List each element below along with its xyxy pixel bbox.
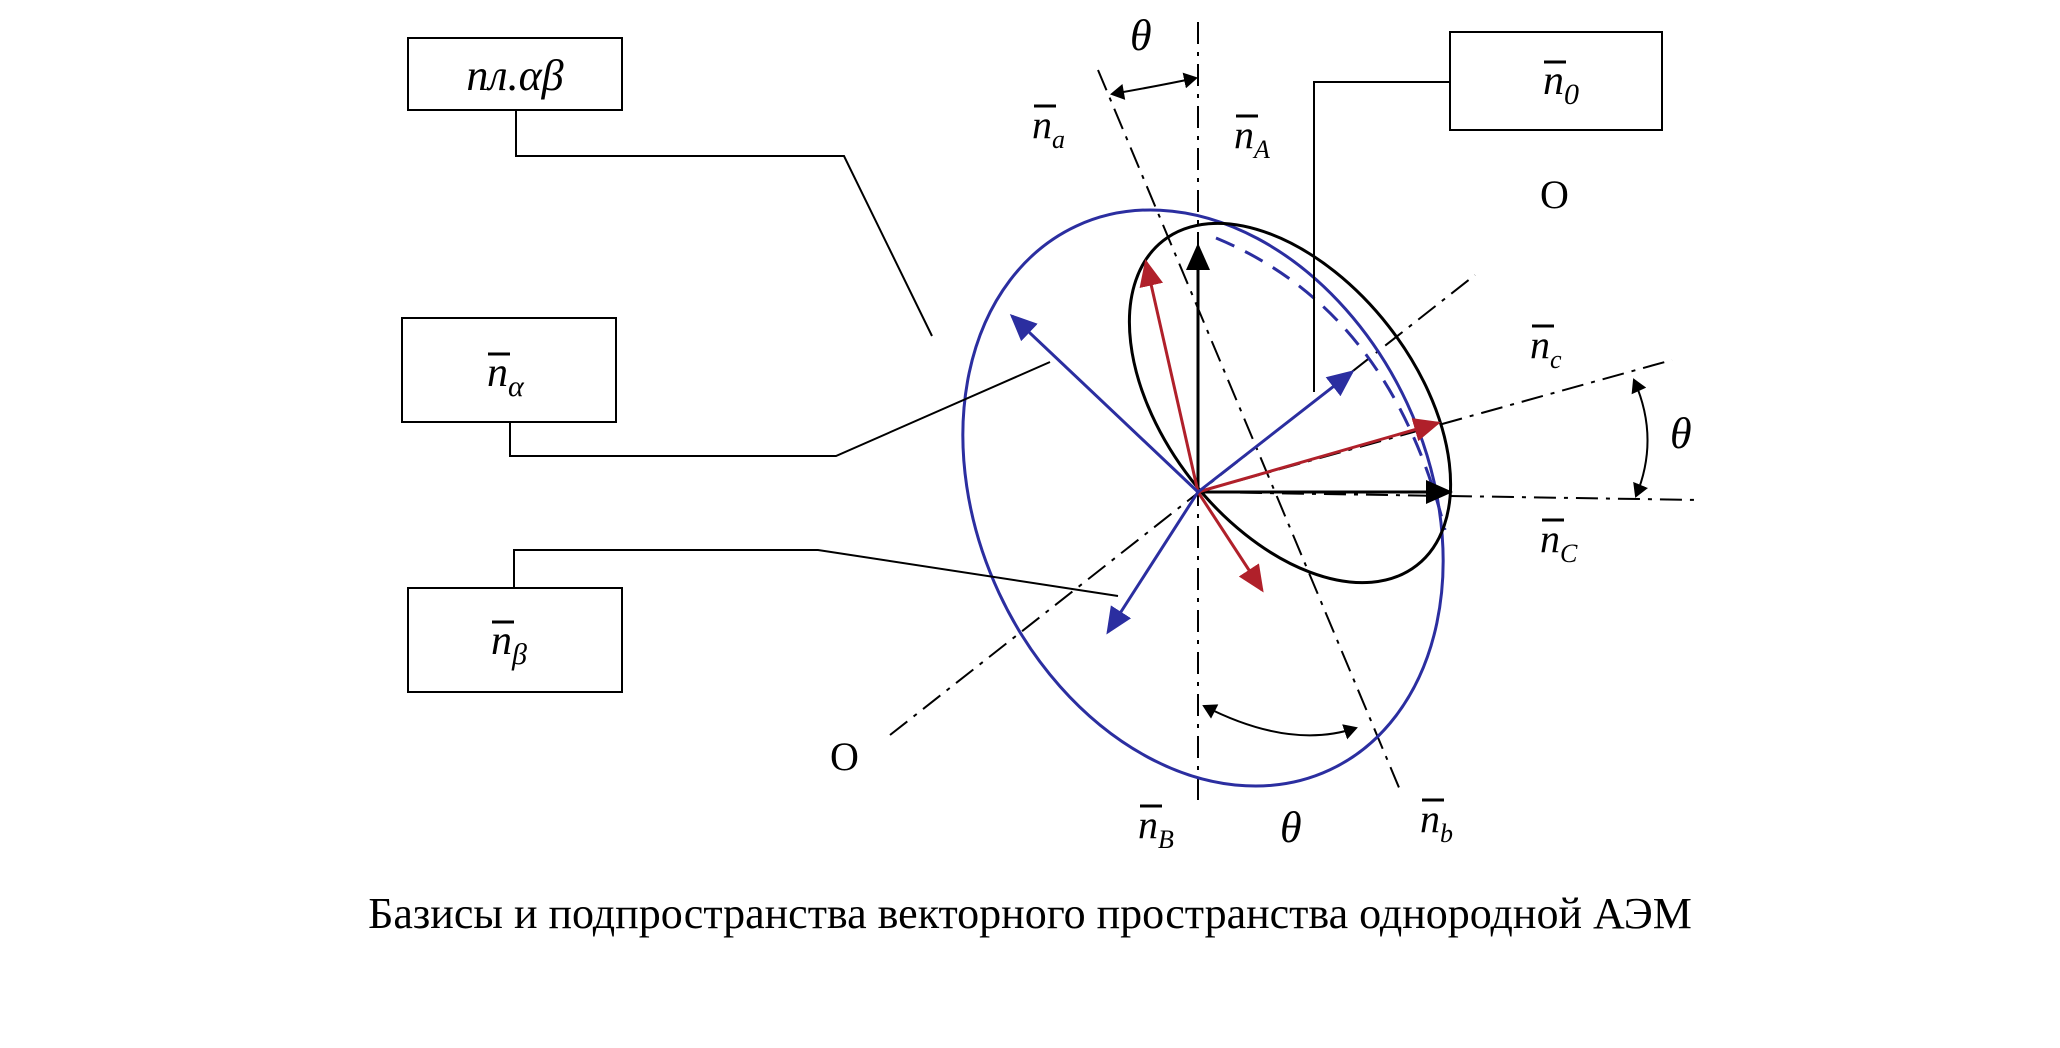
axis-c bbox=[1197, 359, 1673, 493]
label-n-A: nA bbox=[1234, 112, 1270, 164]
axis-O-label-bottom: O bbox=[830, 734, 859, 779]
n-c-sub: c bbox=[1550, 345, 1562, 374]
n-A-sub: A bbox=[1252, 135, 1270, 164]
theta-label-bottom: θ bbox=[1280, 803, 1302, 852]
n-0-base: n bbox=[1543, 58, 1564, 104]
n-alpha-sub: α bbox=[508, 370, 525, 403]
theta-arc-right bbox=[1631, 378, 1649, 498]
box-n-alpha: nα bbox=[401, 317, 617, 423]
n-B-base: n bbox=[1138, 802, 1158, 847]
theta-arc-bottom bbox=[1202, 704, 1358, 740]
blue-vectors bbox=[1009, 313, 1355, 635]
blue-ellipse-alpha-beta-plane bbox=[961, 208, 1445, 788]
axis-O-label-top: O bbox=[1540, 172, 1569, 217]
label-n-a: na bbox=[1032, 102, 1065, 154]
label-n-C: nC bbox=[1540, 516, 1578, 568]
n-C-sub: C bbox=[1560, 539, 1578, 568]
n-b-base: n bbox=[1420, 796, 1440, 841]
svg-text:nβ: nβ bbox=[491, 618, 527, 671]
n-C-base: n bbox=[1540, 516, 1560, 561]
svg-text:na: na bbox=[1032, 102, 1065, 154]
leader-n-alpha bbox=[509, 361, 1051, 457]
n-B-sub: B bbox=[1158, 825, 1174, 854]
n-0-sub: 0 bbox=[1564, 78, 1579, 111]
svg-text:пл.αβ: пл.αβ bbox=[466, 51, 563, 100]
vector-n-a bbox=[1139, 259, 1200, 493]
theta-label-right: θ bbox=[1670, 409, 1692, 458]
leader-n-0 bbox=[1313, 81, 1450, 392]
black-ellipse bbox=[1127, 221, 1453, 585]
vector-n-0 bbox=[1197, 370, 1355, 494]
red-vectors bbox=[1139, 259, 1441, 593]
leader-plane bbox=[515, 110, 933, 337]
svg-text:nC: nC bbox=[1540, 516, 1578, 568]
n-c-base: n bbox=[1530, 322, 1550, 367]
box-n-0: n0 bbox=[1449, 31, 1663, 131]
theta-arc-top bbox=[1110, 72, 1198, 100]
svg-text:nα: nα bbox=[487, 350, 525, 403]
n-beta-base: n bbox=[491, 618, 512, 664]
plane-greek: αβ bbox=[519, 51, 564, 100]
label-n-b: nb bbox=[1420, 796, 1453, 848]
axis-a-b bbox=[1097, 69, 1401, 791]
box-plane-alpha-beta: пл.αβ bbox=[407, 37, 623, 111]
black-vectors bbox=[1186, 243, 1453, 504]
vector-n-beta bbox=[1106, 491, 1200, 635]
svg-text:nA: nA bbox=[1234, 112, 1270, 164]
vector-n-c bbox=[1197, 418, 1441, 494]
svg-text:nc: nc bbox=[1530, 322, 1562, 374]
label-n-c: nc bbox=[1530, 322, 1562, 374]
n-a-sub: a bbox=[1052, 125, 1065, 154]
n-alpha-base: n bbox=[487, 350, 508, 396]
n-a-base: n bbox=[1032, 102, 1052, 147]
label-n-B: nB bbox=[1138, 802, 1174, 854]
leader-n-beta bbox=[513, 549, 1119, 597]
n-beta-sub: β bbox=[511, 638, 527, 671]
n-b-sub: b bbox=[1440, 819, 1453, 848]
figure-caption: Базисы и подпространства векторного прос… bbox=[368, 889, 1692, 938]
box-n-beta: nβ bbox=[407, 587, 623, 693]
plane-label: пл. bbox=[466, 51, 518, 100]
n-A-base: n bbox=[1234, 112, 1254, 157]
vector-n-b bbox=[1196, 491, 1264, 593]
theta-label-top: θ bbox=[1130, 11, 1152, 60]
dash-dot-axes bbox=[889, 22, 1701, 800]
vector-n-alpha bbox=[1009, 313, 1200, 494]
svg-text:n0: n0 bbox=[1543, 58, 1579, 111]
svg-text:nb: nb bbox=[1420, 796, 1453, 848]
blue-ellipse-hidden-dashed bbox=[1215, 236, 1447, 531]
svg-text:nB: nB bbox=[1138, 802, 1174, 854]
